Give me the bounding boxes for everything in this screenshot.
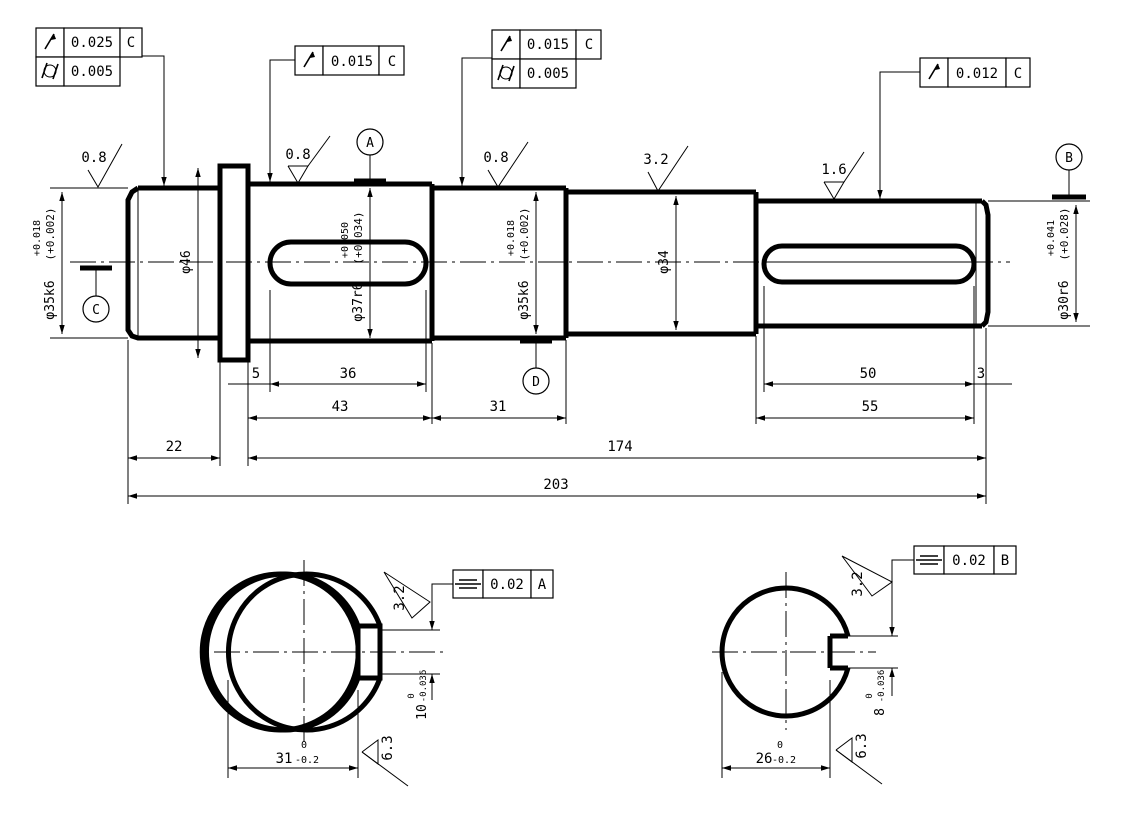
roughness-symbol-2: 0.8 (285, 135, 331, 184)
tolerance-frame-d37: 0.015 C (267, 45, 405, 182)
svg-text:C: C (92, 303, 100, 318)
svg-text:φ46: φ46 (179, 250, 194, 273)
roughness-symbol-8: 3.2 (841, 555, 893, 597)
length-dimensions (127, 286, 1012, 504)
svg-text:(+0.002): (+0.002) (518, 208, 531, 261)
svg-text:0.8: 0.8 (285, 147, 310, 163)
section-view-2: 26 0 -0.2 8 0 -0.036 0.02 B 3.2 6.3 (712, 545, 1017, 785)
length-203: 203 (543, 477, 568, 493)
svg-text:0.8: 0.8 (81, 150, 106, 166)
diameter-label-d46: φ46 (179, 250, 194, 273)
svg-text:(+0.034): (+0.034) (352, 212, 365, 265)
svg-text:φ37r6: φ37r6 (351, 282, 366, 321)
length-174: 174 (607, 439, 632, 455)
svg-text:C: C (127, 35, 135, 51)
svg-text:φ35k6: φ35k6 (517, 280, 532, 319)
datum-D: D (522, 341, 550, 395)
roughness-symbol-9: 6.3 (835, 733, 883, 785)
svg-text:A: A (538, 577, 547, 593)
roughness-symbol-5: 1.6 (821, 151, 865, 200)
diameter-label-d35-left: φ35k6 +0.018 (+0.002) (32, 208, 58, 320)
roughness-symbol-7: 6.3 (361, 735, 409, 787)
svg-text:C: C (585, 37, 593, 53)
svg-text:26: 26 (756, 751, 773, 767)
tolerance-frame-d30: 0.012 C (877, 57, 1031, 199)
svg-text:1.6: 1.6 (821, 162, 846, 178)
roughness-symbol-6: 3.2 (383, 571, 431, 619)
svg-text:0: 0 (301, 740, 307, 751)
svg-text:+0.018: +0.018 (506, 220, 517, 256)
svg-text:(+0.028): (+0.028) (1058, 208, 1071, 261)
length-43: 43 (332, 399, 349, 415)
tolerance-frame-d35-mid: 0.015 C 0.005 (459, 29, 602, 186)
svg-text:0.005: 0.005 (71, 64, 113, 80)
svg-text:+0.041: +0.041 (1046, 220, 1057, 256)
shaft-outline (70, 163, 1086, 363)
svg-text:0.005: 0.005 (527, 66, 569, 82)
svg-text:0.012: 0.012 (956, 66, 998, 82)
svg-text:3.2: 3.2 (392, 585, 408, 610)
diameter-label-d35-mid: φ35k6 +0.018 (+0.002) (506, 208, 532, 320)
svg-text:31: 31 (276, 751, 293, 767)
svg-text:B: B (1065, 151, 1073, 166)
svg-text:0.8: 0.8 (483, 150, 508, 166)
svg-text:C: C (388, 54, 396, 70)
svg-text:C: C (1014, 66, 1022, 82)
svg-text:+0.018: +0.018 (32, 220, 43, 256)
svg-text:φ34: φ34 (657, 250, 672, 274)
svg-text:D: D (532, 375, 540, 390)
svg-text:B: B (1001, 553, 1009, 569)
svg-text:-0.2: -0.2 (772, 755, 796, 766)
svg-text:3.2: 3.2 (643, 152, 668, 168)
roughness-symbol-3: 0.8 (483, 141, 529, 188)
length-36: 36 (340, 366, 357, 382)
svg-text:0.02: 0.02 (490, 577, 524, 593)
svg-text:0: 0 (865, 693, 875, 698)
length-3: 3 (977, 366, 985, 382)
length-50: 50 (860, 366, 877, 382)
section-view-1: 31 0 -0.2 10 0 -0.036 0.02 A 3.2 6.3 (199, 560, 554, 787)
svg-text:+0.050: +0.050 (340, 222, 351, 258)
length-22: 22 (166, 439, 183, 455)
svg-text:0.02: 0.02 (952, 553, 986, 569)
diameter-label-d37: φ37r6 +0.050 (+0.034) (340, 212, 366, 322)
svg-text:φ35k6: φ35k6 (43, 280, 58, 319)
datum-C: C (82, 268, 110, 323)
svg-text:(+0.002): (+0.002) (44, 208, 57, 261)
svg-text:-0.2: -0.2 (295, 755, 319, 766)
svg-text:3.2: 3.2 (850, 571, 866, 596)
svg-text:-0.036: -0.036 (877, 670, 887, 703)
diameter-dimensions (50, 168, 1090, 358)
svg-text:φ30r6: φ30r6 (1057, 280, 1072, 319)
svg-text:6.3: 6.3 (380, 735, 396, 760)
diameter-label-d34: φ34 (657, 250, 672, 274)
svg-text:-0.036: -0.036 (419, 670, 429, 703)
svg-text:0.015: 0.015 (527, 37, 569, 53)
length-55: 55 (862, 399, 879, 415)
svg-text:10: 10 (415, 704, 430, 720)
svg-text:8: 8 (873, 708, 888, 716)
svg-text:0: 0 (407, 693, 417, 698)
tolerance-frame-section-2: 0.02 B (891, 545, 1017, 608)
diameter-label-d30: φ30r6 +0.041 (+0.028) (1046, 208, 1072, 320)
roughness-symbol-4: 3.2 (643, 145, 689, 192)
svg-text:0: 0 (777, 740, 783, 751)
svg-text:6.3: 6.3 (854, 733, 870, 758)
length-31: 31 (490, 399, 507, 415)
roughness-symbol-1: 0.8 (81, 143, 123, 189)
tolerance-frame-section-1: 0.02 A (431, 569, 554, 602)
svg-text:0.025: 0.025 (71, 35, 113, 51)
svg-text:A: A (366, 136, 374, 151)
tolerance-frame-left: 0.025 C 0.005 (35, 27, 167, 186)
svg-text:0.015: 0.015 (331, 54, 373, 70)
length-5: 5 (252, 366, 260, 382)
datum-B: B (1055, 143, 1083, 197)
datum-A: A (356, 128, 384, 181)
